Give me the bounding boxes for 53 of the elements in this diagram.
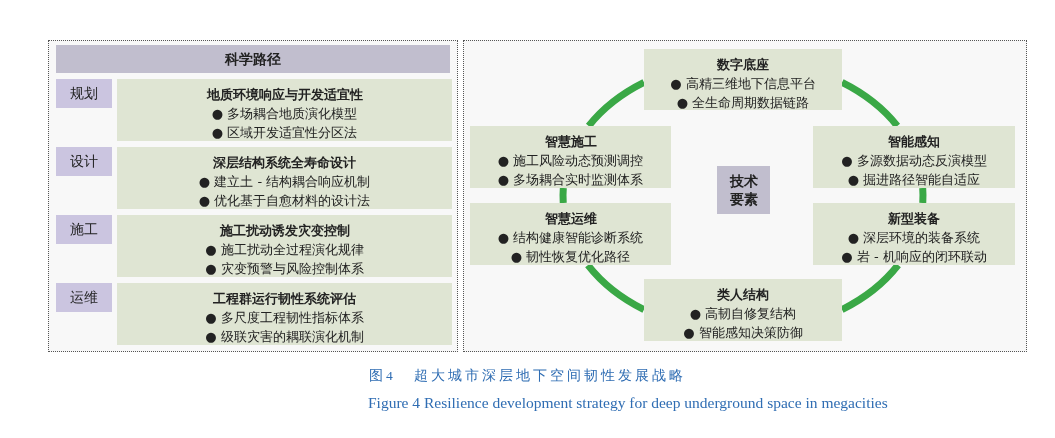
box-heading: 工程群运行韧性系统评估 bbox=[213, 290, 356, 307]
bullet-item: ● 多源数据动态反演模型 bbox=[841, 152, 987, 169]
stage-label: 规划 bbox=[56, 79, 112, 108]
bullet-item: ● 施工风险动态预测调控 bbox=[497, 152, 644, 169]
bullet-item: ● 智能感知决策防御 bbox=[683, 324, 803, 341]
stage-label: 施工 bbox=[56, 215, 112, 244]
content-box bbox=[644, 49, 842, 110]
center-label: 技术要素 bbox=[717, 166, 770, 214]
box-heading: 施工扰动诱发灾变控制 bbox=[219, 222, 350, 239]
content-box bbox=[117, 147, 452, 209]
box-heading: 智慧运维 bbox=[544, 210, 597, 227]
bullet-item: ● 多场耦合实时监测体系 bbox=[497, 171, 644, 188]
stage-label: 设计 bbox=[56, 147, 112, 176]
figure-caption: 图4 超大城市深层地下空间韧性发展战略 bbox=[369, 367, 687, 385]
box-heading: 智慧施工 bbox=[544, 133, 597, 150]
box-heading: 类人结构 bbox=[717, 286, 769, 303]
box-heading: 智能感知 bbox=[888, 133, 940, 150]
dashed-panel bbox=[463, 40, 1027, 352]
bullet-item: ● 多场耦合地质演化模型 bbox=[211, 105, 358, 122]
bullet-item: ● 高精三维地下信息平台 bbox=[670, 75, 816, 92]
bullet-item: ● 建立土 - 结构耦合响应机制 bbox=[198, 173, 371, 190]
content-box bbox=[813, 126, 1015, 188]
content-box bbox=[470, 203, 671, 265]
bullet-item: ● 结构健康智能诊断系统 bbox=[497, 229, 644, 246]
bullet-item: ● 施工扰动全过程演化规律 bbox=[205, 241, 364, 258]
bullet-item: ● 掘进路径智能自适应 bbox=[847, 171, 981, 188]
panel-heading: 科学路径 bbox=[56, 45, 450, 73]
ring-arc bbox=[919, 187, 927, 204]
bullet-item: ● 优化基于自愈材料的设计法 bbox=[198, 192, 371, 209]
dashed-panel bbox=[48, 40, 458, 352]
content-box bbox=[644, 279, 842, 341]
content-box bbox=[117, 79, 452, 141]
bullet-item: ● 全生命周期数据链路 bbox=[676, 94, 810, 111]
box-heading: 地质环境响应与开发适宜性 bbox=[206, 86, 363, 103]
bullet-item: ● 区域开发适宜性分区法 bbox=[211, 124, 358, 141]
bullet-item: ● 高韧自修复结构 bbox=[689, 305, 797, 322]
box-heading: 数字底座 bbox=[717, 56, 769, 73]
bullet-item: ● 灾变预警与风险控制体系 bbox=[205, 260, 364, 277]
bullet-item: ● 深层环境的装备系统 bbox=[847, 229, 981, 246]
box-heading: 新型装备 bbox=[888, 210, 940, 227]
content-box bbox=[470, 126, 671, 188]
box-heading: 深层结构系统全寿命设计 bbox=[213, 154, 356, 171]
english-caption: Figure 4 Resilience development strategy for deep underground space in megacities bbox=[368, 394, 888, 412]
bullet-item: ● 韧性恢复优化路径 bbox=[510, 248, 631, 265]
bullet-item: ● 岩 - 机响应的闭环联动 bbox=[841, 248, 987, 265]
stage-label: 运维 bbox=[56, 283, 112, 312]
ring-arc bbox=[586, 79, 646, 129]
bullet-item: ● 级联灾害的耦联演化机制 bbox=[205, 328, 364, 345]
content-box bbox=[813, 203, 1015, 265]
bullet-item: ● 多尺度工程韧性指标体系 bbox=[205, 309, 364, 326]
content-box bbox=[117, 283, 452, 345]
content-box bbox=[117, 215, 452, 277]
ring-arc bbox=[559, 187, 567, 204]
